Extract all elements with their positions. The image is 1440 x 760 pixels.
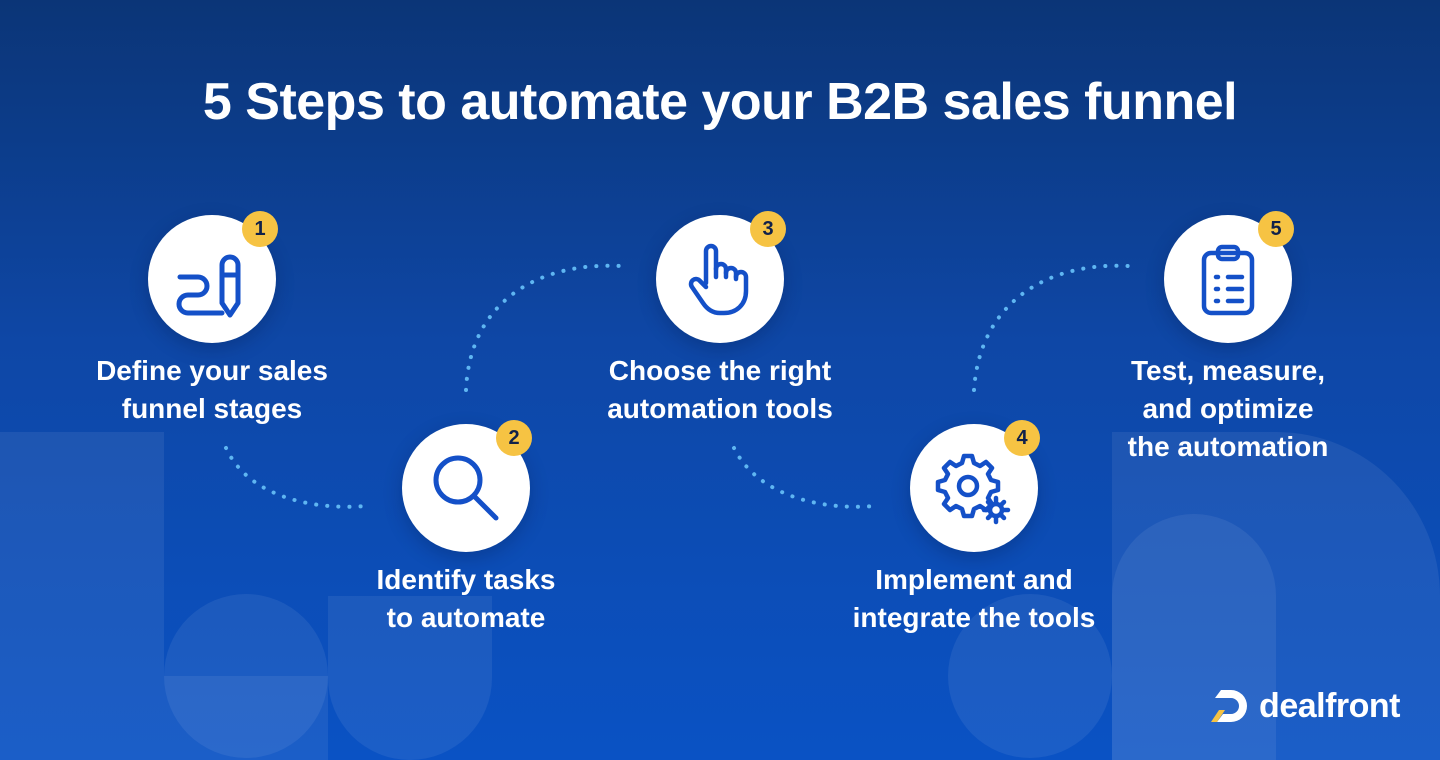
step-2-circle: 2 xyxy=(402,420,532,552)
brand-logo: dealfront xyxy=(1207,686,1400,726)
connector-1-2 xyxy=(224,446,368,509)
step-3-circle: 3 xyxy=(656,211,786,343)
brand-name: dealfront xyxy=(1259,686,1400,725)
step-1-circle: 1 xyxy=(148,211,278,343)
step-3-label: Choose the right automation tools xyxy=(607,355,833,424)
step-4-badge: 4 xyxy=(1004,420,1040,456)
pointing-hand-icon xyxy=(688,243,749,316)
step-5-label: Test, measure, and optimize the automati… xyxy=(1127,355,1329,462)
step-4-circle: 4 xyxy=(910,420,1040,552)
step-1-badge: 1 xyxy=(242,211,278,247)
connector-2-3 xyxy=(464,263,622,392)
pencil-path-icon xyxy=(176,254,241,318)
magnifier-icon xyxy=(433,455,499,521)
gears-icon xyxy=(935,453,1011,525)
page-title: 5 Steps to automate your B2B sales funne… xyxy=(202,73,1238,131)
step-1-label: Define your sales funnel stages xyxy=(96,355,328,424)
connector-4-5 xyxy=(972,263,1130,392)
step-2-label: Identify tasks to automate xyxy=(376,564,556,633)
step-2-badge: 2 xyxy=(496,420,532,456)
step-4-label: Implement and integrate the tools xyxy=(852,564,1096,633)
step-3-badge: 3 xyxy=(750,211,786,247)
dealfront-logo-icon xyxy=(1211,690,1248,722)
connector-3-4 xyxy=(732,446,876,509)
step-5-circle: 5 xyxy=(1164,211,1294,343)
step-5-badge: 5 xyxy=(1258,211,1294,247)
clipboard-icon xyxy=(1201,244,1255,316)
